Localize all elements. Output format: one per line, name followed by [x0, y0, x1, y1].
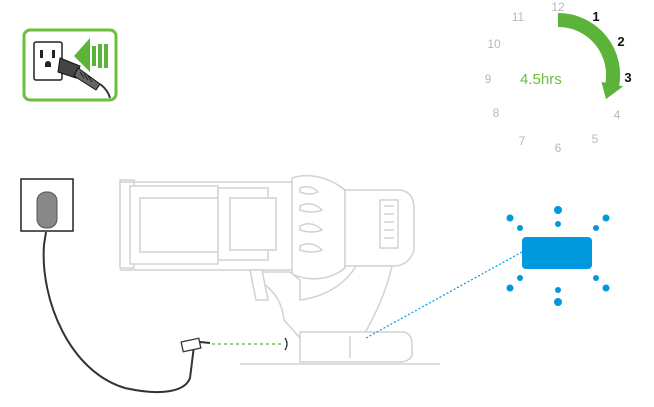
charge-time-clock: [470, 0, 654, 160]
charge-duration-label: 4.5hrs: [520, 71, 562, 88]
clock-number-11: 11: [511, 10, 525, 24]
wall-socket-icon: [20, 178, 76, 234]
charging-light-icon: [494, 202, 622, 308]
clock-number-1: 1: [592, 9, 600, 24]
clock-number-10: 10: [487, 37, 501, 51]
clock-number-4: 4: [613, 108, 621, 122]
plug-in-icon: [22, 28, 118, 102]
clock-number-12: 12: [551, 0, 565, 14]
clock-number-6: 6: [554, 141, 562, 155]
clock-number-7: 7: [518, 134, 526, 148]
clock-number-9: 9: [484, 72, 492, 86]
clock-number-3: 3: [624, 70, 632, 85]
charge-progress-arrow: [557, 12, 624, 100]
clock-number-8: 8: [492, 106, 500, 120]
clock-number-2: 2: [617, 34, 625, 49]
clock-number-5: 5: [591, 132, 599, 146]
